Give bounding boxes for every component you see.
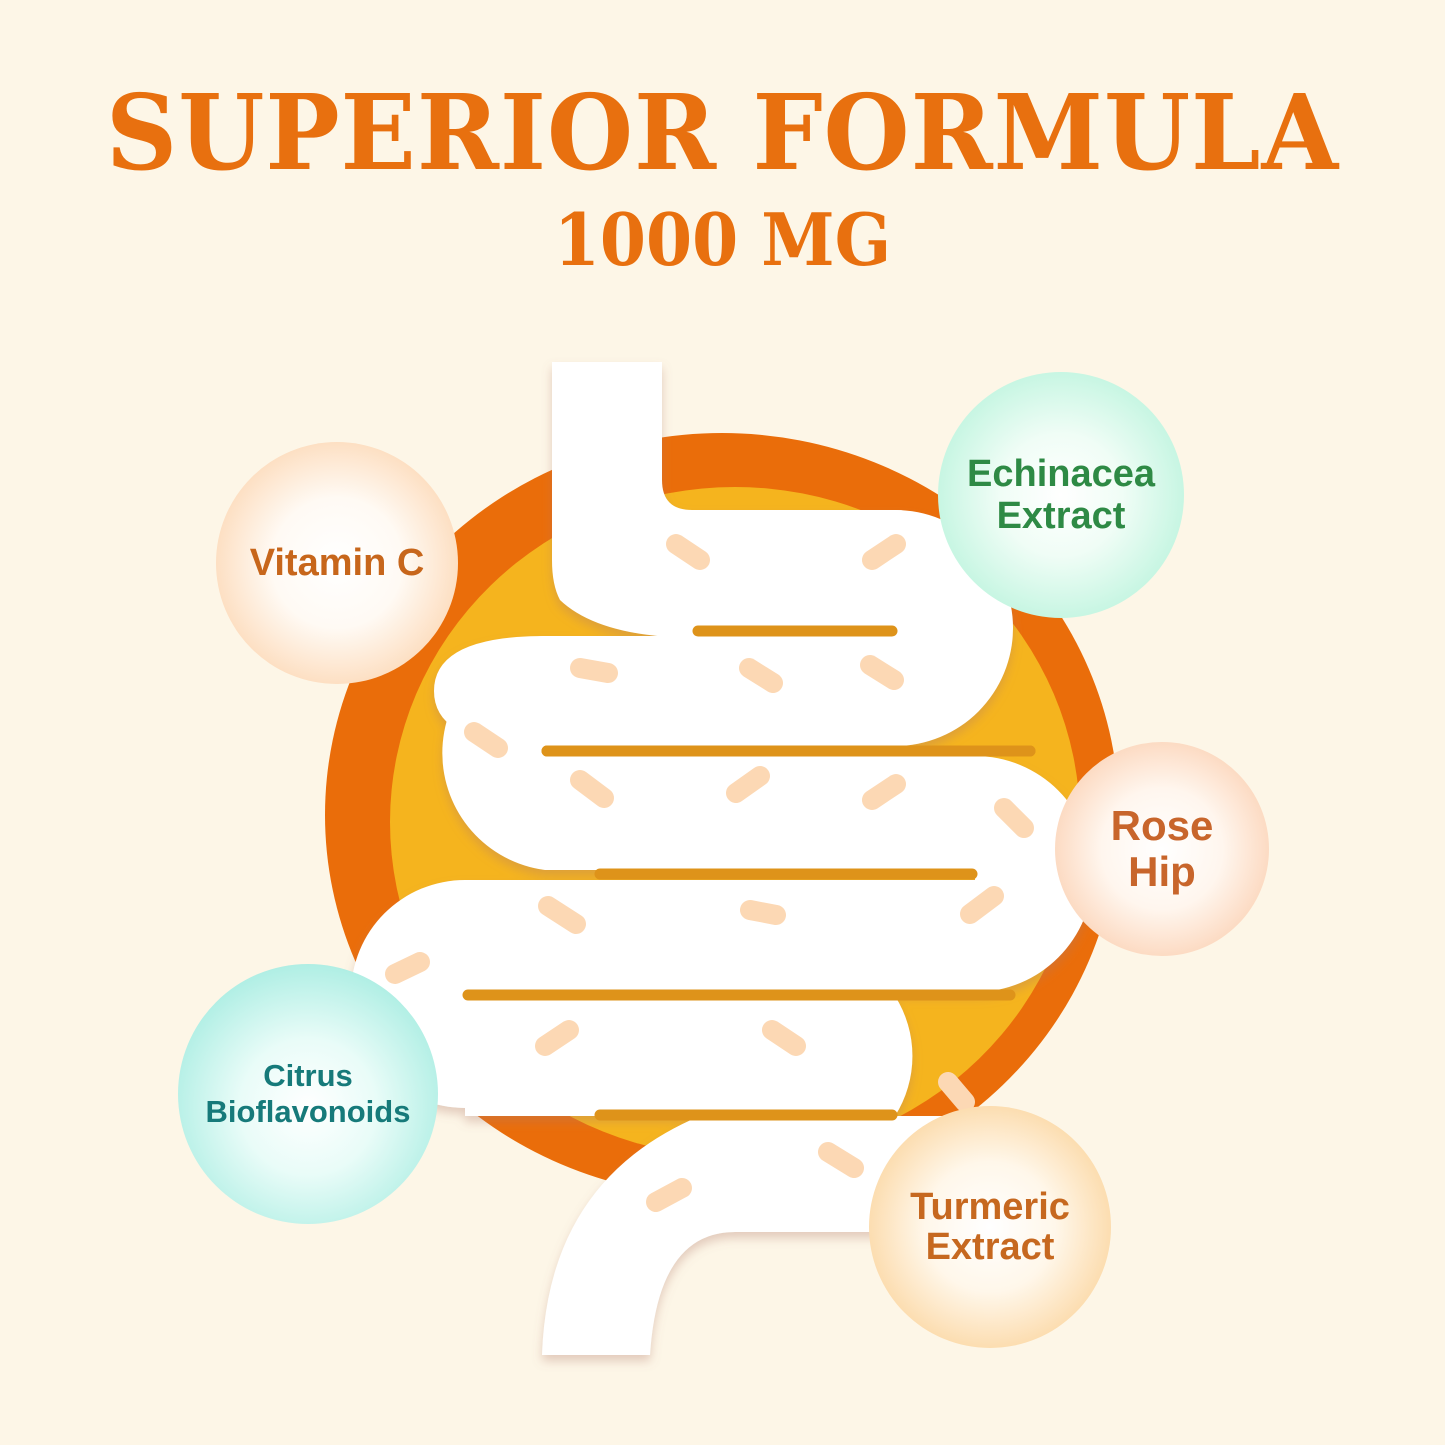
villi-dashes bbox=[385, 534, 1034, 1212]
ingredient-label-line-2: Hip bbox=[1128, 848, 1196, 895]
ingredient-label-line-2: Extract bbox=[996, 495, 1126, 537]
dosage-subtitle: 1000 MG bbox=[553, 197, 892, 282]
ingredient-bubble-echinacea-extract: Echinacea Extract bbox=[938, 372, 1184, 618]
ingredient-bubble-turmeric-extract: Turmeric Extract bbox=[869, 1106, 1111, 1348]
ingredient-label-line-1: Turmeric bbox=[910, 1186, 1070, 1228]
ingredient-label-line-1: Echinacea bbox=[967, 453, 1155, 495]
ingredient-label-line-1: Rose bbox=[1110, 802, 1214, 849]
ingredient-bubble-vitamin-c: Vitamin C bbox=[216, 442, 458, 684]
ingredient-bubble-citrus-bioflavonoids: Citrus Bioflavonoids bbox=[178, 964, 438, 1224]
ingredient-label-line-2: Extract bbox=[925, 1226, 1055, 1268]
page-title: SUPERIOR FORMULA bbox=[105, 71, 1340, 194]
ingredient-label-line-2: Bioflavonoids bbox=[205, 1094, 411, 1129]
ingredient-label: Vitamin C bbox=[249, 542, 425, 584]
ingredient-label-line-1: Citrus bbox=[263, 1058, 353, 1093]
ingredient-bubble-rose-hip: Rose Hip bbox=[1055, 742, 1269, 956]
intestine-fold-lines bbox=[462, 625, 1036, 1121]
